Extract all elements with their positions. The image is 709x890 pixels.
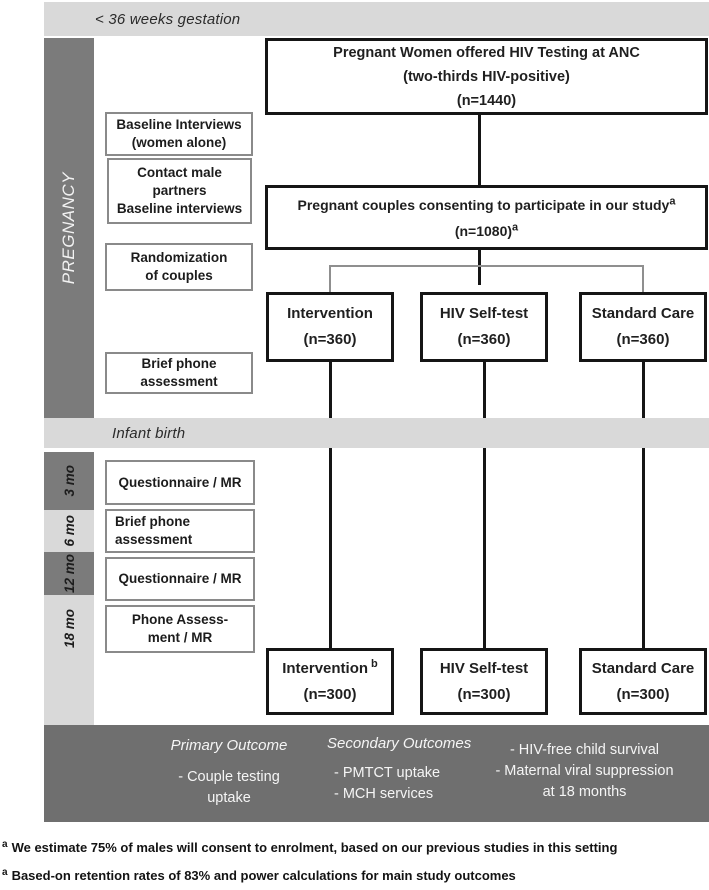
timeline-3mo-label: 3 mo xyxy=(61,465,77,497)
side-box-line: Brief phone xyxy=(115,514,191,529)
arm-standardcare-retained: Standard Care (n=300) xyxy=(579,648,707,715)
secondary-outcome-item: - Maternal viral suppression xyxy=(495,763,674,779)
infant-birth-label: Infant birth xyxy=(112,424,186,442)
gestation-phase-bar: < 36 weeks gestation xyxy=(44,2,709,36)
consent-box: Pregnant couples consenting to participa… xyxy=(265,185,708,250)
consent-sup2: a xyxy=(512,220,519,233)
connector-consent-stem xyxy=(478,250,481,285)
connector-arm3-followup xyxy=(642,362,645,648)
timeline-6mo-label: 6 mo xyxy=(61,515,77,547)
infant-birth-bar: Infant birth xyxy=(44,418,709,448)
side-box-line: Phone Assess- xyxy=(131,612,229,627)
consent-n-text: (n=1080) xyxy=(454,222,513,239)
side-box-line: Baseline interviews xyxy=(116,201,243,216)
arm-name: Intervention xyxy=(287,305,373,322)
connector-arm1-drop xyxy=(329,265,331,292)
side-box-phone-assessment-18mo: Phone Assess- ment / MR xyxy=(105,605,255,653)
consent-line1-text: Pregnant couples consenting to participa… xyxy=(297,196,670,213)
side-box-line: assessment xyxy=(140,374,218,389)
footnote-text: Based-on retention rates of 83% and powe… xyxy=(11,868,516,883)
timeline-18mo: 18 mo xyxy=(44,595,94,725)
arm-n: (n=300) xyxy=(457,685,511,703)
pregnancy-label: PREGNANCY xyxy=(59,171,78,285)
footnote-marker: a xyxy=(2,866,8,878)
side-box-baseline-interviews: Baseline Interviews (women alone) xyxy=(105,112,253,156)
connector-arm2-followup xyxy=(483,362,486,648)
footnote-text: We estimate 75% of males will consent to… xyxy=(11,840,618,855)
arm-n: (n=360) xyxy=(616,331,670,348)
side-box-line: Questionnaire / MR xyxy=(118,474,242,490)
arm-n: (n=360) xyxy=(457,331,511,348)
consent-n: (n=1080)a xyxy=(455,218,518,244)
arm-name: HIV Self-test xyxy=(439,305,529,322)
outcomes-bar: Primary Outcome - Couple testing uptake … xyxy=(44,725,709,822)
side-box-line: Randomization xyxy=(130,250,228,265)
timeline-18mo-label: 18 mo xyxy=(61,609,77,649)
arm-n: (n=300) xyxy=(303,685,357,703)
secondary-outcomes-title: Secondary Outcomes xyxy=(327,735,472,752)
timeline-12mo: 12 mo xyxy=(44,552,94,595)
timeline-6mo: 6 mo xyxy=(44,510,94,552)
arm-selftest-retained: HIV Self-test (n=300) xyxy=(420,648,548,715)
arm-name: Standard Care xyxy=(591,305,695,322)
side-box-brief-phone-pregnancy: Brief phone assessment xyxy=(105,352,253,394)
connector-arm3-drop xyxy=(642,265,644,292)
side-box-line: of couples xyxy=(145,268,213,283)
side-box-questionnaire-12mo: Questionnaire / MR xyxy=(105,557,255,601)
arm-sup: b xyxy=(371,657,378,670)
secondary-outcomes-items-left: - PMTCT uptake - MCH services xyxy=(334,763,440,805)
arm-standardcare-enrolled: Standard Care (n=360) xyxy=(579,292,707,362)
anc-n: (n=1440) xyxy=(456,92,517,109)
secondary-outcomes-items-right: - HIV-free child survival - Maternal vir… xyxy=(462,740,707,803)
pregnancy-phase-bar: PREGNANCY xyxy=(44,38,94,418)
primary-outcome-item: uptake xyxy=(207,790,251,806)
arm-n: (n=300) xyxy=(616,685,670,703)
footnote-marker: a xyxy=(2,838,8,850)
arm-name-text: Intervention xyxy=(282,659,369,677)
side-box-line: Brief phone xyxy=(141,356,217,371)
timeline-12mo-label: 12 mo xyxy=(61,553,77,594)
anc-testing-box: Pregnant Women offered HIV Testing at AN… xyxy=(265,38,708,115)
gestation-label: < 36 weeks gestation xyxy=(95,10,241,28)
arm-n: (n=360) xyxy=(303,331,357,348)
timeline-3mo: 3 mo xyxy=(44,452,94,510)
secondary-outcome-item: at 18 months xyxy=(542,784,627,800)
consent-sup1: a xyxy=(669,194,676,207)
primary-outcome-item: - Couple testing xyxy=(178,769,280,785)
connector-anc-consent xyxy=(478,115,481,185)
side-box-line: (women alone) xyxy=(131,135,227,150)
anc-line2: (two-thirds HIV-positive) xyxy=(403,68,570,85)
primary-outcome-title: Primary Outcome xyxy=(170,737,288,754)
anc-line1: Pregnant Women offered HIV Testing at AN… xyxy=(333,44,640,61)
arm-selftest-enrolled: HIV Self-test (n=360) xyxy=(420,292,548,362)
primary-outcome-items: - Couple testing uptake xyxy=(139,767,319,809)
side-box-line: partners xyxy=(152,183,207,198)
side-box-contact-partners: Contact male partners Baseline interview… xyxy=(107,158,252,224)
secondary-outcome-item: - MCH services xyxy=(334,786,434,802)
arm-intervention-enrolled: Intervention (n=360) xyxy=(266,292,394,362)
arm-name: Standard Care xyxy=(591,659,695,677)
side-box-line: Baseline Interviews xyxy=(116,117,242,132)
side-box-line: ment / MR xyxy=(147,630,213,645)
side-box-questionnaire-3mo: Questionnaire / MR xyxy=(105,460,255,505)
side-box-line: Contact male xyxy=(137,165,222,180)
side-box-randomization: Randomization of couples xyxy=(105,243,253,291)
side-box-brief-phone-6mo: Brief phone assessment xyxy=(105,509,255,553)
connector-arms-horizontal xyxy=(329,265,644,267)
secondary-outcome-item: - PMTCT uptake xyxy=(334,765,441,781)
secondary-outcome-item: - HIV-free child survival xyxy=(509,742,660,758)
side-box-line: Questionnaire / MR xyxy=(118,571,242,586)
connector-arm1-followup xyxy=(329,362,332,648)
arm-name: HIV Self-test xyxy=(439,659,529,677)
side-box-line: assessment xyxy=(115,532,193,547)
consent-line1: Pregnant couples consenting to participa… xyxy=(298,192,676,218)
